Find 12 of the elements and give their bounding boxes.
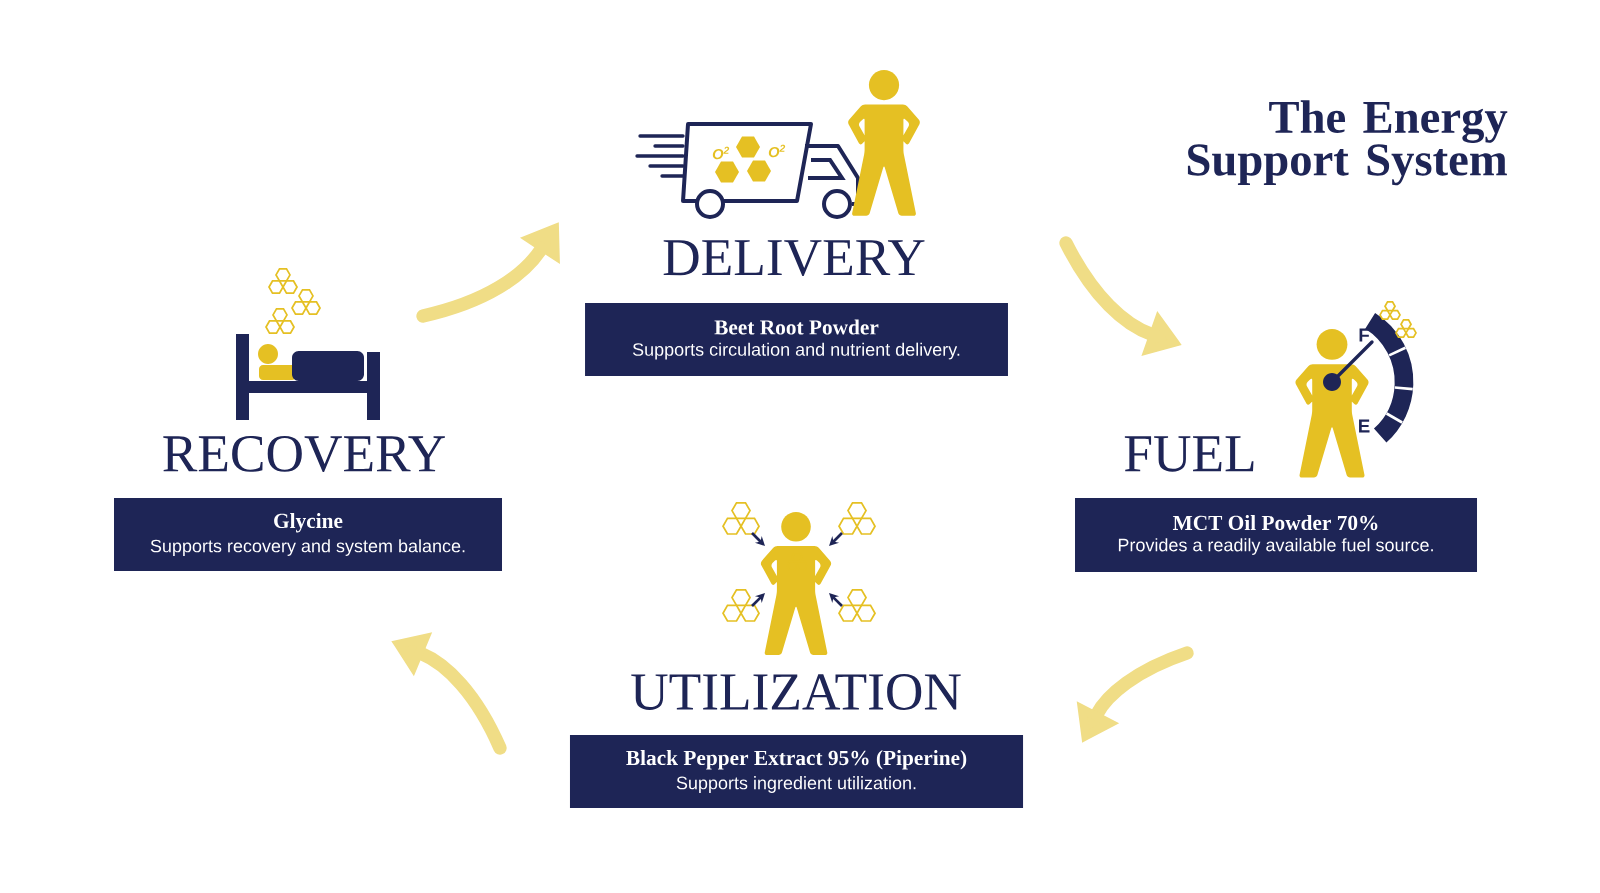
stage-heading: DELIVERY — [663, 240, 925, 276]
title: The Energy Support System — [1187, 100, 1508, 186]
ingredient-box: Beet Root Powder Supports circulation and nutrient delivery. — [585, 302, 1008, 377]
ingredient-box: Glycine Supports recovery and system balance. — [114, 497, 502, 572]
oxygen-label: O$^{2}$ — [768, 144, 786, 158]
stage-heading: UTILIZATION — [631, 674, 961, 710]
ingredient-box: Black Pepper Extract 95% (Piperine) Supports ingredient utilization. — [569, 735, 1024, 809]
stage-heading: RECOVERY — [163, 435, 445, 473]
ingredient-box: MCT Oil Powder 70% Provides a readily available fuel source. — [1075, 498, 1477, 572]
gauge-letter: E — [1359, 419, 1370, 433]
oxygen-label: O$^{2}$ — [712, 146, 730, 160]
stage-heading: FUEL — [1124, 436, 1254, 472]
